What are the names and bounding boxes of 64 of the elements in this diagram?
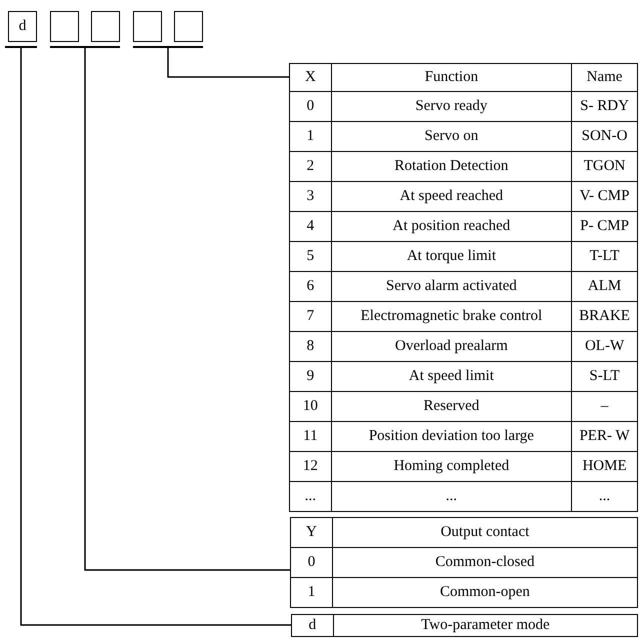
- digit-box: [50, 11, 79, 42]
- table-cell: 1: [290, 122, 332, 152]
- table-cell: 6: [290, 272, 332, 302]
- parameter-table: [290, 517, 638, 608]
- table-cell: At position reached: [331, 212, 572, 242]
- parameter-table: [289, 63, 638, 512]
- table-cell: 3: [290, 182, 332, 212]
- parameter-table: [291, 614, 638, 637]
- table-cell: At speed limit: [331, 362, 572, 392]
- table-cell: –: [572, 392, 638, 422]
- table-cell: SON-O: [572, 122, 638, 152]
- table-cell: Reserved: [331, 392, 572, 422]
- table-cell: Common-open: [332, 578, 638, 608]
- table-cell: 8: [290, 332, 332, 362]
- table-cell: 11: [290, 422, 332, 452]
- table-cell: 9: [290, 362, 332, 392]
- table-cell: BRAKE: [572, 302, 638, 332]
- digit-box: d: [8, 11, 37, 42]
- table-cell: Overload prealarm: [331, 332, 572, 362]
- table-cell: ...: [290, 482, 332, 512]
- leader-line: [20, 48, 291, 626]
- table-cell: TGON: [572, 152, 638, 182]
- table-cell: 1: [290, 578, 332, 608]
- table-cell: Output contact: [332, 518, 638, 548]
- leader-line: [167, 48, 289, 78]
- table-cell: 5: [290, 242, 332, 272]
- table-cell: ...: [572, 482, 638, 512]
- table-cell: Y: [290, 518, 332, 548]
- table-cell: Homing completed: [331, 452, 572, 482]
- table-cell: Common-closed: [332, 548, 638, 578]
- table-cell: Two-parameter mode: [333, 614, 638, 636]
- digit-box: [133, 11, 162, 42]
- table-cell: Electromagnetic brake control: [331, 302, 572, 332]
- table-cell: PER- W: [572, 422, 638, 452]
- table-cell: S-LT: [572, 362, 638, 392]
- leader-line: [84, 48, 290, 571]
- table-cell: ...: [331, 482, 572, 512]
- table-cell: Servo alarm activated: [331, 272, 572, 302]
- table-cell: 10: [290, 392, 332, 422]
- table-cell: ALM: [572, 272, 638, 302]
- table-cell: 7: [290, 302, 332, 332]
- table-cell: At torque limit: [331, 242, 572, 272]
- table-cell: 2: [290, 152, 332, 182]
- table-cell: Servo ready: [331, 92, 572, 122]
- table-cell: 4: [290, 212, 332, 242]
- digit-box: [174, 11, 203, 42]
- table-cell: Function: [331, 64, 572, 92]
- table-cell: HOME: [572, 452, 638, 482]
- table-cell: P- CMP: [572, 212, 638, 242]
- table-cell: 0: [290, 92, 332, 122]
- table-cell: At speed reached: [331, 182, 572, 212]
- table-cell: T-LT: [572, 242, 638, 272]
- table-cell: 0: [290, 548, 332, 578]
- table-cell: X: [290, 64, 332, 92]
- table-cell: 12: [290, 452, 332, 482]
- table-cell: S- RDY: [572, 92, 638, 122]
- table-cell: OL-W: [572, 332, 638, 362]
- table-cell: V- CMP: [572, 182, 638, 212]
- digit-box: [91, 11, 120, 42]
- table-cell: d: [292, 614, 334, 636]
- table-cell: Rotation Detection: [331, 152, 572, 182]
- table-cell: Servo on: [331, 122, 572, 152]
- table-cell: Name: [572, 64, 638, 92]
- table-cell: Position deviation too large: [331, 422, 572, 452]
